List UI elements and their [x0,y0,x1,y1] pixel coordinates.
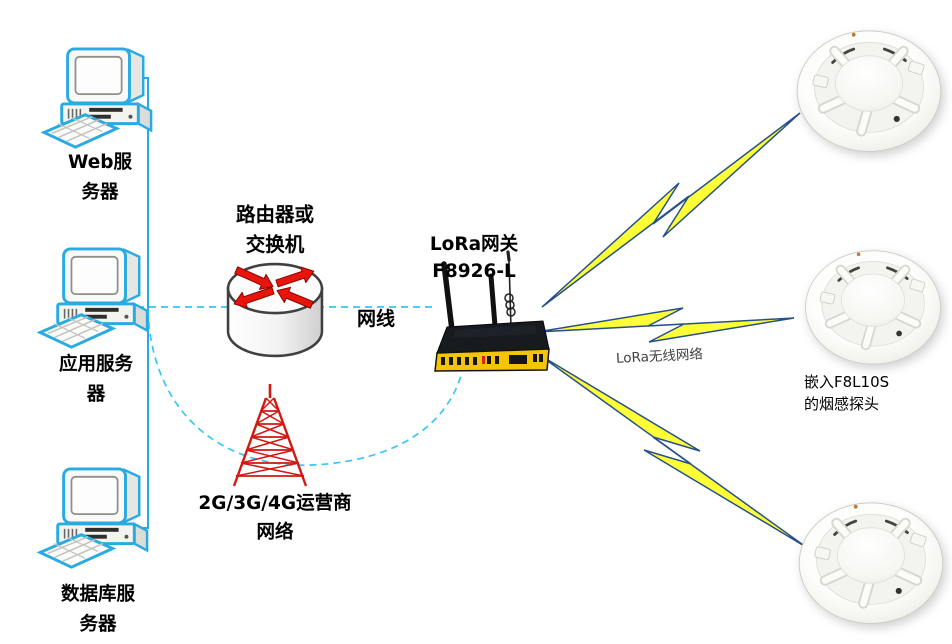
lora-bolt-bottom [537,353,807,548]
db-server-label-line1: 数据库服 [60,584,135,605]
router-label: 路由器或 交换机 [208,200,342,260]
router-icon [226,262,324,360]
db-server-label: 数据库服 务器 [24,580,172,640]
lora-bolt-top [541,112,801,308]
web-server-icon [40,46,162,156]
gateway-ports [441,354,543,365]
lora-gateway-icon [434,250,550,372]
web-server-label-line1: Web服 [67,152,133,173]
app-server-label: 应用服务 器 [24,350,168,410]
lora-bolt-middle [536,307,795,343]
db-server-label-line2: 务器 [79,614,117,635]
carrier-network-label-line1: 2G/3G/4G运营商 [198,493,352,514]
web-server-label-line2: 务器 [81,182,119,203]
carrier-network-label: 2G/3G/4G运营商 网络 [181,489,369,547]
smoke-probe-label: 嵌入F8L10S 的烟感探头 [804,371,952,415]
app-server-label-line1: 应用服务 [58,354,133,375]
gateway-whip-antenna [504,250,516,329]
smoke-probe-label-line2: 的烟感探头 [804,395,880,413]
smoke-detector-top [791,28,947,162]
db-server-icon [36,466,158,576]
gateway-label: LoRa网关 F8926-L [414,231,534,285]
smoke-probe-label-line1: 嵌入F8L10S [804,373,890,391]
gateway-antenna-middle [488,273,498,329]
carrier-network-label-line2: 网络 [256,522,294,543]
app-server-label-line2: 器 [86,384,106,405]
gateway-led [482,356,485,364]
ethernet-link-label: 网线 [356,308,395,330]
gateway-antenna-left [441,261,455,333]
web-server-label: Web服 务器 [30,148,170,208]
cellular-dashed-curve [147,309,463,467]
router-label-line1: 路由器或 [235,203,314,226]
cell-tower-icon [210,382,330,494]
gateway-front-panel [434,348,550,372]
gateway-label-line1: LoRa网关 [429,234,519,255]
app-server-icon [36,246,158,356]
router-label-line2: 交换机 [245,233,305,256]
gateway-label-line2: F8926-L [432,261,516,282]
smoke-detector-bottom [795,500,947,634]
smoke-detector-middle [795,248,951,374]
